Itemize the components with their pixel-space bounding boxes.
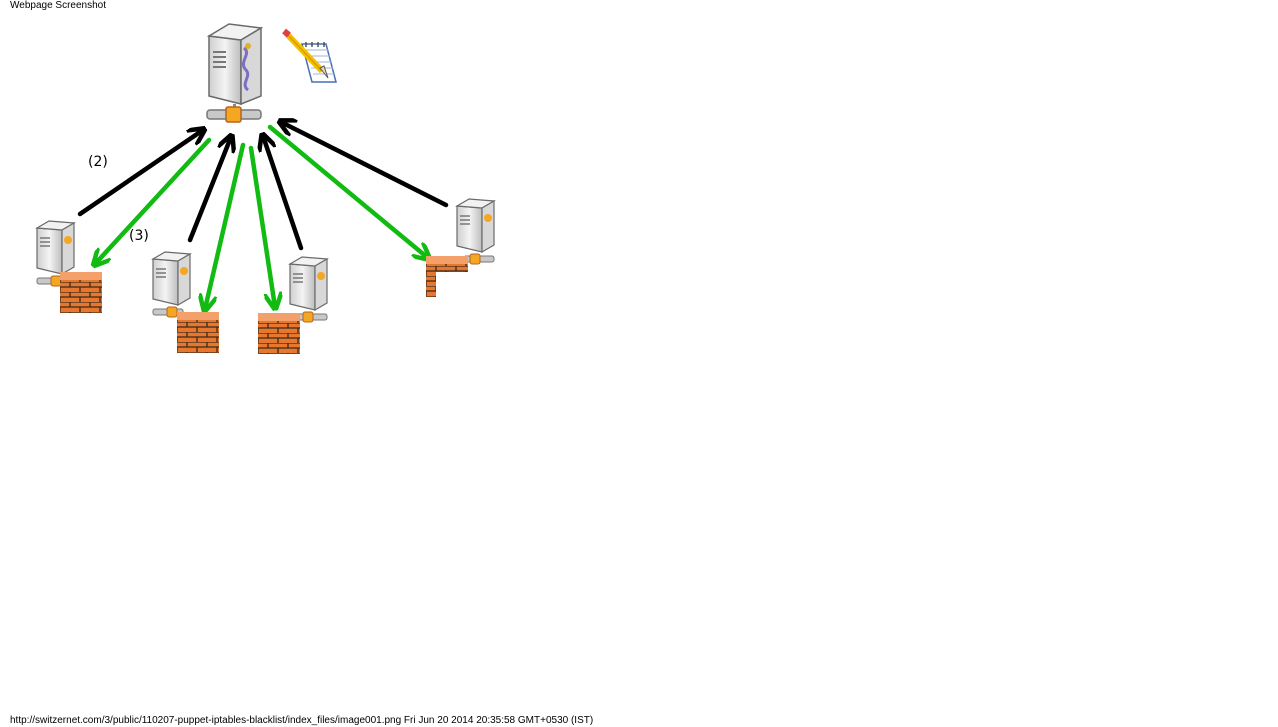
page-header: Webpage Screenshot — [10, 0, 106, 11]
report-arrow-2 — [187, 137, 231, 243]
master-server-icon — [206, 23, 264, 123]
client-server-icon — [288, 256, 329, 323]
report-arrow-3 — [263, 136, 304, 251]
push-arrow-1 — [95, 137, 212, 264]
notepad-pencil-icon — [282, 28, 337, 83]
firewall-icon — [258, 313, 300, 354]
client-server-icon — [151, 251, 192, 318]
page-footer: http://switzernet.com/3/public/110207-pu… — [10, 715, 594, 726]
firewall-icon — [426, 256, 470, 299]
push-arrow-2 — [205, 142, 246, 309]
report-arrow-1 — [77, 130, 203, 217]
firewall-icon — [177, 312, 219, 353]
arrows — [77, 122, 449, 309]
client-server-icon — [35, 220, 76, 287]
label-3: (3) — [129, 228, 149, 244]
diagram: (2) (3) — [35, 23, 496, 354]
report-arrow-4 — [281, 122, 449, 208]
label-2: (2) — [88, 154, 108, 170]
client-server-icon — [455, 198, 496, 265]
push-arrow-4 — [267, 124, 428, 258]
firewall-icon — [60, 272, 102, 313]
push-arrow-3 — [248, 145, 275, 307]
